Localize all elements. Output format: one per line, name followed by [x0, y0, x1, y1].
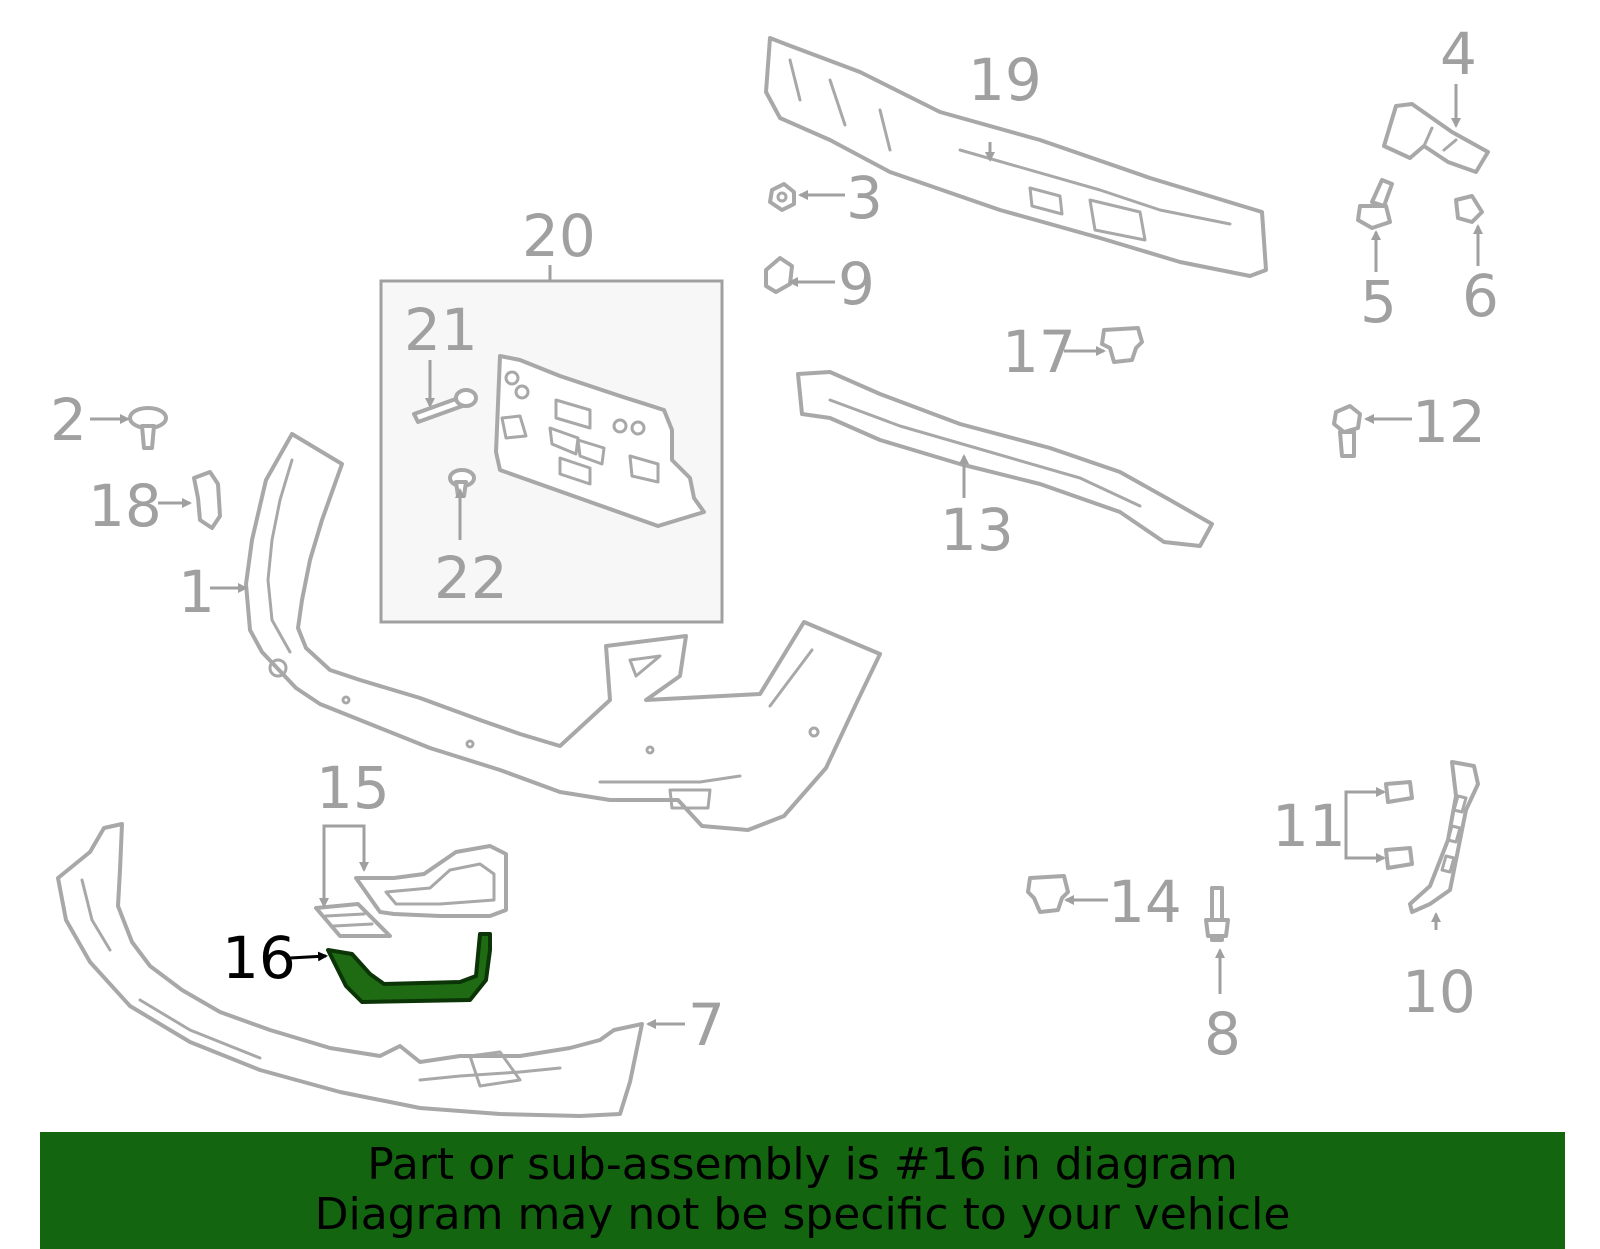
callout-7: 7 [688, 991, 725, 1059]
callout-4: 4 [1440, 20, 1477, 88]
callout-2: 2 [50, 386, 87, 454]
callout-6: 6 [1462, 262, 1499, 330]
part-19-impact-bar [764, 36, 1268, 278]
part-8-rivet [1204, 886, 1230, 942]
part-4-bracket [1382, 102, 1490, 174]
part-16-trim-highlighted [326, 932, 492, 1004]
part-5-bolt [1356, 178, 1394, 230]
part-11-nuts [1384, 780, 1414, 870]
part-18-bracket [192, 470, 222, 530]
callout-16: 16 [222, 924, 296, 992]
callout-13: 13 [940, 496, 1014, 564]
part-14-pin [1026, 874, 1070, 914]
callout-9: 9 [838, 250, 875, 318]
part-12-bolt [1332, 404, 1362, 458]
callout-19: 19 [968, 46, 1042, 114]
part-15-grille [314, 844, 508, 938]
callout-3: 3 [846, 164, 883, 232]
part-2-pin [128, 406, 168, 450]
part-20-license-bracket-box [379, 265, 724, 624]
callout-14: 14 [1108, 868, 1182, 936]
callout-8: 8 [1204, 1000, 1241, 1068]
callout-10: 10 [1402, 958, 1476, 1026]
callout-labels: 1 2 3 4 5 6 7 8 9 10 11 12 13 14 15 16 1… [50, 20, 1499, 1068]
part-9-clip [764, 256, 794, 294]
leader-lines [90, 84, 1483, 1029]
callout-15: 15 [316, 754, 390, 822]
banner-line-1: Part or sub-assembly is #16 in diagram [367, 1139, 1238, 1190]
callout-22: 22 [434, 544, 508, 612]
callout-21: 21 [404, 296, 478, 364]
part-7-lower-fascia [56, 822, 644, 1118]
part-21-rivet [412, 388, 478, 424]
banner-line-2: Diagram may not be specific to your vehi… [314, 1189, 1291, 1240]
callout-1: 1 [178, 558, 215, 626]
part-3-nut [768, 182, 796, 212]
callout-12: 12 [1412, 388, 1486, 456]
info-banner: Part or sub-assembly is #16 in diagram D… [40, 1132, 1565, 1249]
part-17-pin [1100, 326, 1144, 364]
part-10-bracket [1408, 760, 1480, 914]
part-1-upper-fascia [244, 432, 882, 832]
callout-20: 20 [522, 202, 596, 270]
part-13-absorber [796, 370, 1214, 548]
part-6-nut [1454, 194, 1484, 224]
callout-18: 18 [88, 472, 162, 540]
callout-11: 11 [1272, 792, 1346, 860]
callout-17: 17 [1002, 318, 1076, 386]
callout-5: 5 [1360, 268, 1397, 336]
